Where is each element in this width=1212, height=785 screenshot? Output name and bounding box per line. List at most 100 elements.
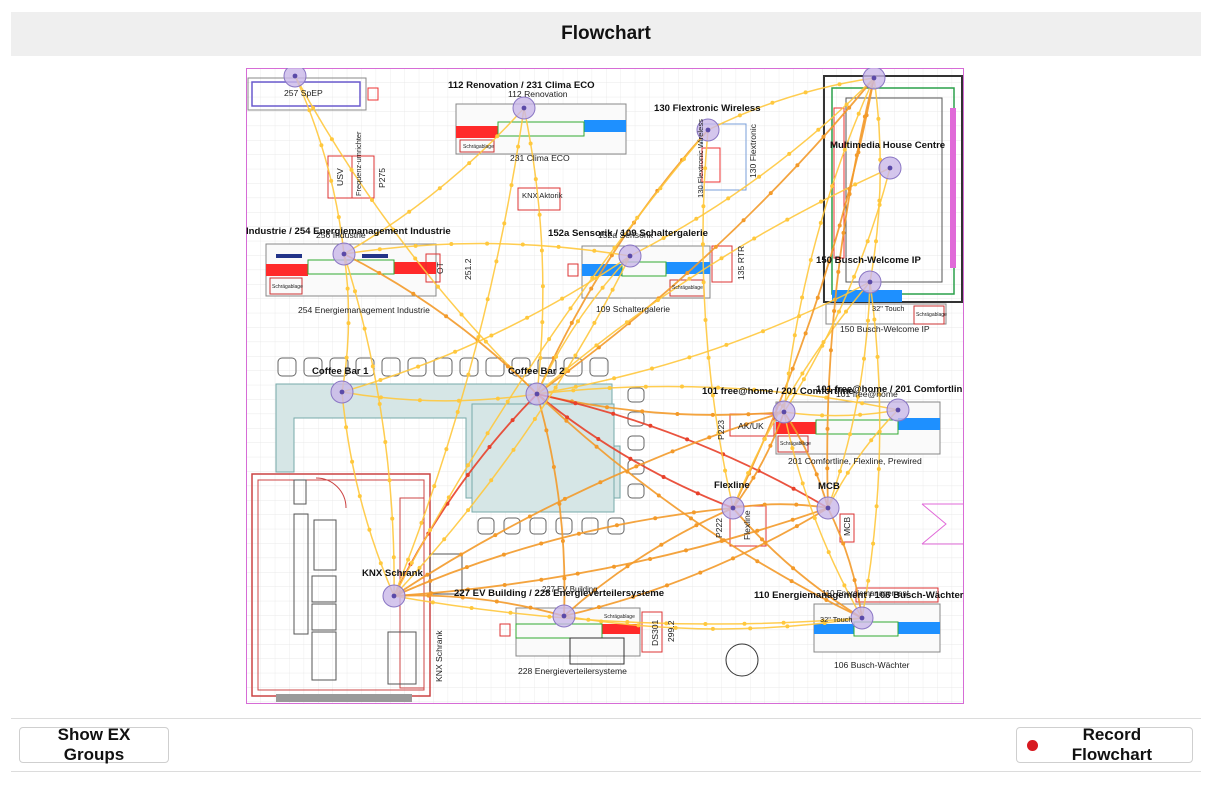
flow-edge-dot xyxy=(665,583,669,588)
flow-edge-dot xyxy=(755,559,760,564)
flow-edge-dot xyxy=(467,161,472,166)
flow-edge-dot xyxy=(624,320,629,325)
flow-edge-dot xyxy=(785,624,790,629)
flow-edge-dot xyxy=(573,353,578,358)
flow-edge-dot xyxy=(377,271,382,275)
flow-edge-dot xyxy=(742,621,747,626)
flow-edge-dot xyxy=(411,291,416,296)
area-label-schraeg-f: Schrägablage xyxy=(916,312,947,318)
flow-node-center xyxy=(859,615,865,621)
flow-edge-dot xyxy=(845,470,850,475)
flow-edge-dot xyxy=(444,314,449,319)
flow-edge-dot xyxy=(659,542,664,547)
flow-edge-dot xyxy=(664,621,669,626)
area-257-inner xyxy=(251,81,361,107)
area-labels: 257 SpEP 112 Renovation 231 Clima ECO 13… xyxy=(272,88,947,682)
flow-edge-dot xyxy=(505,399,510,404)
flow-edge-dot xyxy=(822,621,827,625)
record-flowchart-label: Record Flowchart xyxy=(1071,725,1153,764)
flow-edge-dot xyxy=(465,473,470,477)
record-dot-icon xyxy=(1027,739,1038,751)
node-labels: 112 Renovation / 231 Clima ECO 130 Flext… xyxy=(246,80,964,601)
flow-edge-dot xyxy=(511,447,516,452)
flow-edge-dot xyxy=(853,182,858,187)
flow-edge-dot xyxy=(636,623,641,628)
flow-edge-dot xyxy=(539,248,544,253)
area-label-130a: 130 Flextronic Wireless xyxy=(696,119,705,198)
area-label-p275: P275 xyxy=(377,168,387,188)
flow-edge-dot xyxy=(611,411,616,416)
area-231-green xyxy=(497,121,585,137)
area-106-green xyxy=(853,621,899,637)
area-228-ds301 xyxy=(641,611,663,653)
area-257-marker xyxy=(367,87,379,101)
area-label-201: 201 Comfortline, Flexline, Prewired xyxy=(788,456,922,466)
flow-edge-dot xyxy=(568,306,573,311)
flow-node-center xyxy=(730,505,736,511)
flow-edge-dot xyxy=(540,320,545,325)
flow-edge-dot xyxy=(596,437,601,441)
flow-edge-dot xyxy=(571,388,576,393)
show-ex-groups-label: Show EX Groups xyxy=(57,725,131,764)
flow-edge-dot xyxy=(612,564,616,569)
flow-edge-dot xyxy=(877,198,882,203)
flow-edge-dot xyxy=(826,387,831,392)
record-flowchart-button[interactable]: Record Flowchart xyxy=(1016,725,1193,764)
show-ex-groups-button[interactable]: Show EX Groups xyxy=(19,725,169,764)
flow-edge-dot xyxy=(576,319,580,324)
flow-edge-dot xyxy=(852,274,857,279)
flow-edge-dot xyxy=(781,620,786,625)
area-label-112: 112 Renovation xyxy=(508,89,568,99)
flow-edge-dot xyxy=(556,244,561,249)
flow-edge-dot xyxy=(466,508,471,513)
flow-edge xyxy=(869,77,882,283)
flow-edge-dot xyxy=(455,410,460,414)
flow-edge-dot xyxy=(830,184,835,189)
flow-edge-dot xyxy=(815,295,820,300)
flow-edge-dot xyxy=(562,576,567,581)
flow-edge-dot xyxy=(700,242,705,247)
page-title: Flowchart xyxy=(561,23,651,44)
flow-edge-dot xyxy=(509,183,514,188)
flow-edge-dot xyxy=(848,432,852,437)
flow-edge-dot xyxy=(589,286,594,291)
flow-edge xyxy=(732,281,871,509)
flowchart-canvas[interactable]: 112 Renovation / 231 Clima ECO 130 Flext… xyxy=(246,68,964,704)
floorplan-svg[interactable]: 112 Renovation / 231 Clima ECO 130 Flext… xyxy=(246,68,964,704)
flow-edge-dot xyxy=(789,579,794,584)
area-industrie-bar2 xyxy=(362,254,388,258)
flow-edge-dot xyxy=(814,472,819,477)
flow-edge-dot xyxy=(757,174,762,179)
flow-edge xyxy=(393,411,785,597)
flow-edge-dot xyxy=(607,386,612,390)
flow-edge-dot xyxy=(770,100,775,105)
flow-edge-dot xyxy=(871,541,876,546)
flow-edge-dot xyxy=(821,134,826,139)
flow-edge xyxy=(826,77,875,509)
flow-edge-dot xyxy=(598,480,603,485)
flow-edge xyxy=(343,253,395,597)
flow-node-center xyxy=(627,253,633,259)
flow-edges xyxy=(294,75,899,631)
flow-edge-dot xyxy=(594,444,599,449)
flow-edge-dot xyxy=(658,186,663,191)
flow-edge-dot xyxy=(874,239,878,244)
flow-node-center xyxy=(871,75,877,81)
area-label-p222: P222 xyxy=(714,518,724,538)
flow-edge-dot xyxy=(417,565,422,570)
node-label-mcb: MCB xyxy=(818,481,840,492)
node-label-mmhc: Multimedia House Centre xyxy=(830,140,945,151)
flow-edge-dot xyxy=(329,137,334,142)
flow-edge-dot xyxy=(345,286,350,291)
flow-edge-dot xyxy=(442,537,447,542)
flow-edge xyxy=(563,507,734,617)
flow-edge-dot xyxy=(703,166,708,171)
area-label-228: 228 Energieverteilersysteme xyxy=(518,666,627,676)
flow-edge-dot xyxy=(785,217,790,222)
flow-edge-dot xyxy=(605,405,609,410)
flow-edge-dot xyxy=(537,212,542,217)
flow-edge-dot xyxy=(466,372,471,377)
flow-edge-dot xyxy=(349,167,354,172)
flow-edge-dot xyxy=(687,355,692,360)
flow-edge-dot xyxy=(437,186,442,191)
